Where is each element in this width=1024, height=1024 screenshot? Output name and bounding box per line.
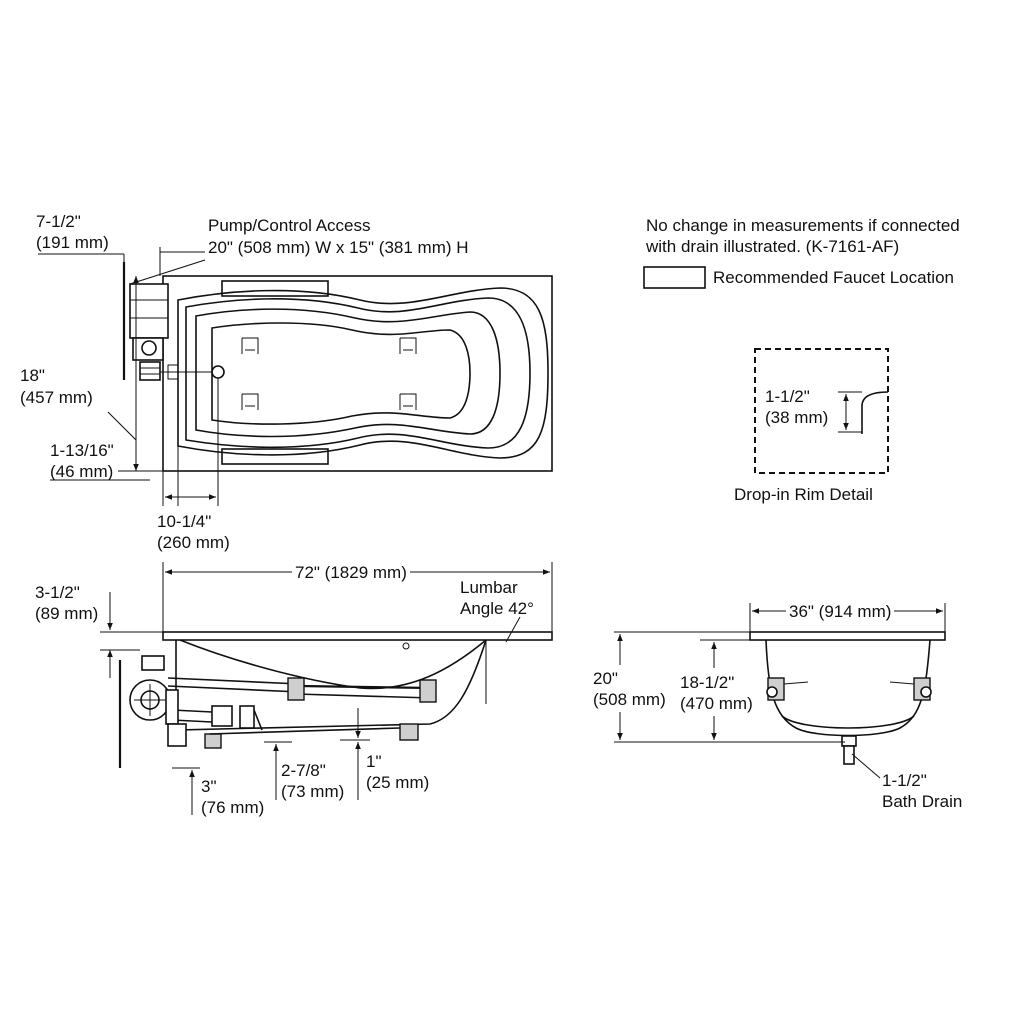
pump-width-mm: (191 mm): [36, 233, 109, 252]
faucet-location-top: [221, 280, 329, 297]
rim-height-in: 3-1/2": [35, 583, 80, 602]
basin-rim: [185, 297, 531, 449]
faucet-legend-swatch: [643, 266, 706, 289]
dim-3-mm: (76 mm): [201, 798, 265, 817]
tub-rim: [162, 631, 553, 641]
dim-3-in: 3": [201, 777, 217, 796]
pump-access-size: 20" (508 mm) W x 15" (381 mm) H: [208, 238, 469, 257]
height-in: 18": [20, 366, 45, 385]
faucet-legend-label: Recommended Faucet Location: [713, 268, 954, 287]
rim-detail: [754, 348, 889, 474]
basin-outer: [177, 287, 549, 459]
note-line-2: with drain illustrated. (K-7161-AF): [646, 237, 900, 256]
jet-icons: [241, 337, 417, 410]
dim-278-in: 2-7/8": [281, 761, 326, 780]
pump-side-icon: [129, 655, 187, 747]
offset-in: 1-13/16": [50, 441, 114, 460]
rim-dim-in: 1-1/2": [765, 387, 810, 406]
end-width-dimension: 36" (914 mm): [786, 601, 895, 622]
bath-drain-label: Bath Drain: [882, 792, 963, 811]
length-dimension: 72" (1829 mm): [292, 562, 410, 583]
end-view: [614, 603, 946, 779]
pump-width-in: 7-1/2": [36, 212, 81, 231]
end-height-in: 20": [593, 669, 618, 688]
drain-offset-mm: (260 mm): [157, 533, 230, 552]
offset-mm: (46 mm): [50, 462, 114, 481]
fitting-icons: [766, 677, 932, 701]
basin-floor: [211, 322, 471, 425]
bath-drain-size: 1-1/2": [882, 771, 927, 790]
inner-depth-in: 18-1/2": [680, 673, 735, 692]
rim-dim-mm: (38 mm): [765, 408, 829, 427]
lumbar-label-1: Lumbar: [460, 578, 518, 597]
height-mm: (457 mm): [20, 388, 93, 407]
end-rim: [749, 631, 946, 641]
end-height-mm: (508 mm): [593, 690, 666, 709]
pump-icon: [129, 283, 179, 381]
dim-1-mm: (25 mm): [366, 773, 430, 792]
dim-278-mm: (73 mm): [281, 782, 345, 801]
note-line-1: No change in measurements if connected: [646, 216, 960, 235]
inner-depth-mm: (470 mm): [680, 694, 753, 713]
dim-1-in: 1": [366, 752, 382, 771]
lumbar-label-2: Angle 42°: [460, 599, 534, 618]
tub-outline: [162, 275, 553, 472]
drain-offset-in: 10-1/4": [157, 512, 212, 531]
top-view: [38, 247, 553, 506]
side-view: [100, 562, 553, 815]
rim-height-mm: (89 mm): [35, 604, 99, 623]
rim-detail-caption: Drop-in Rim Detail: [734, 485, 873, 504]
tub-body: [175, 639, 487, 731]
basin-inner: [195, 308, 501, 438]
pump-access-title: Pump/Control Access: [208, 216, 371, 235]
drain-icon: [211, 365, 225, 379]
faucet-location-bottom: [221, 448, 329, 465]
